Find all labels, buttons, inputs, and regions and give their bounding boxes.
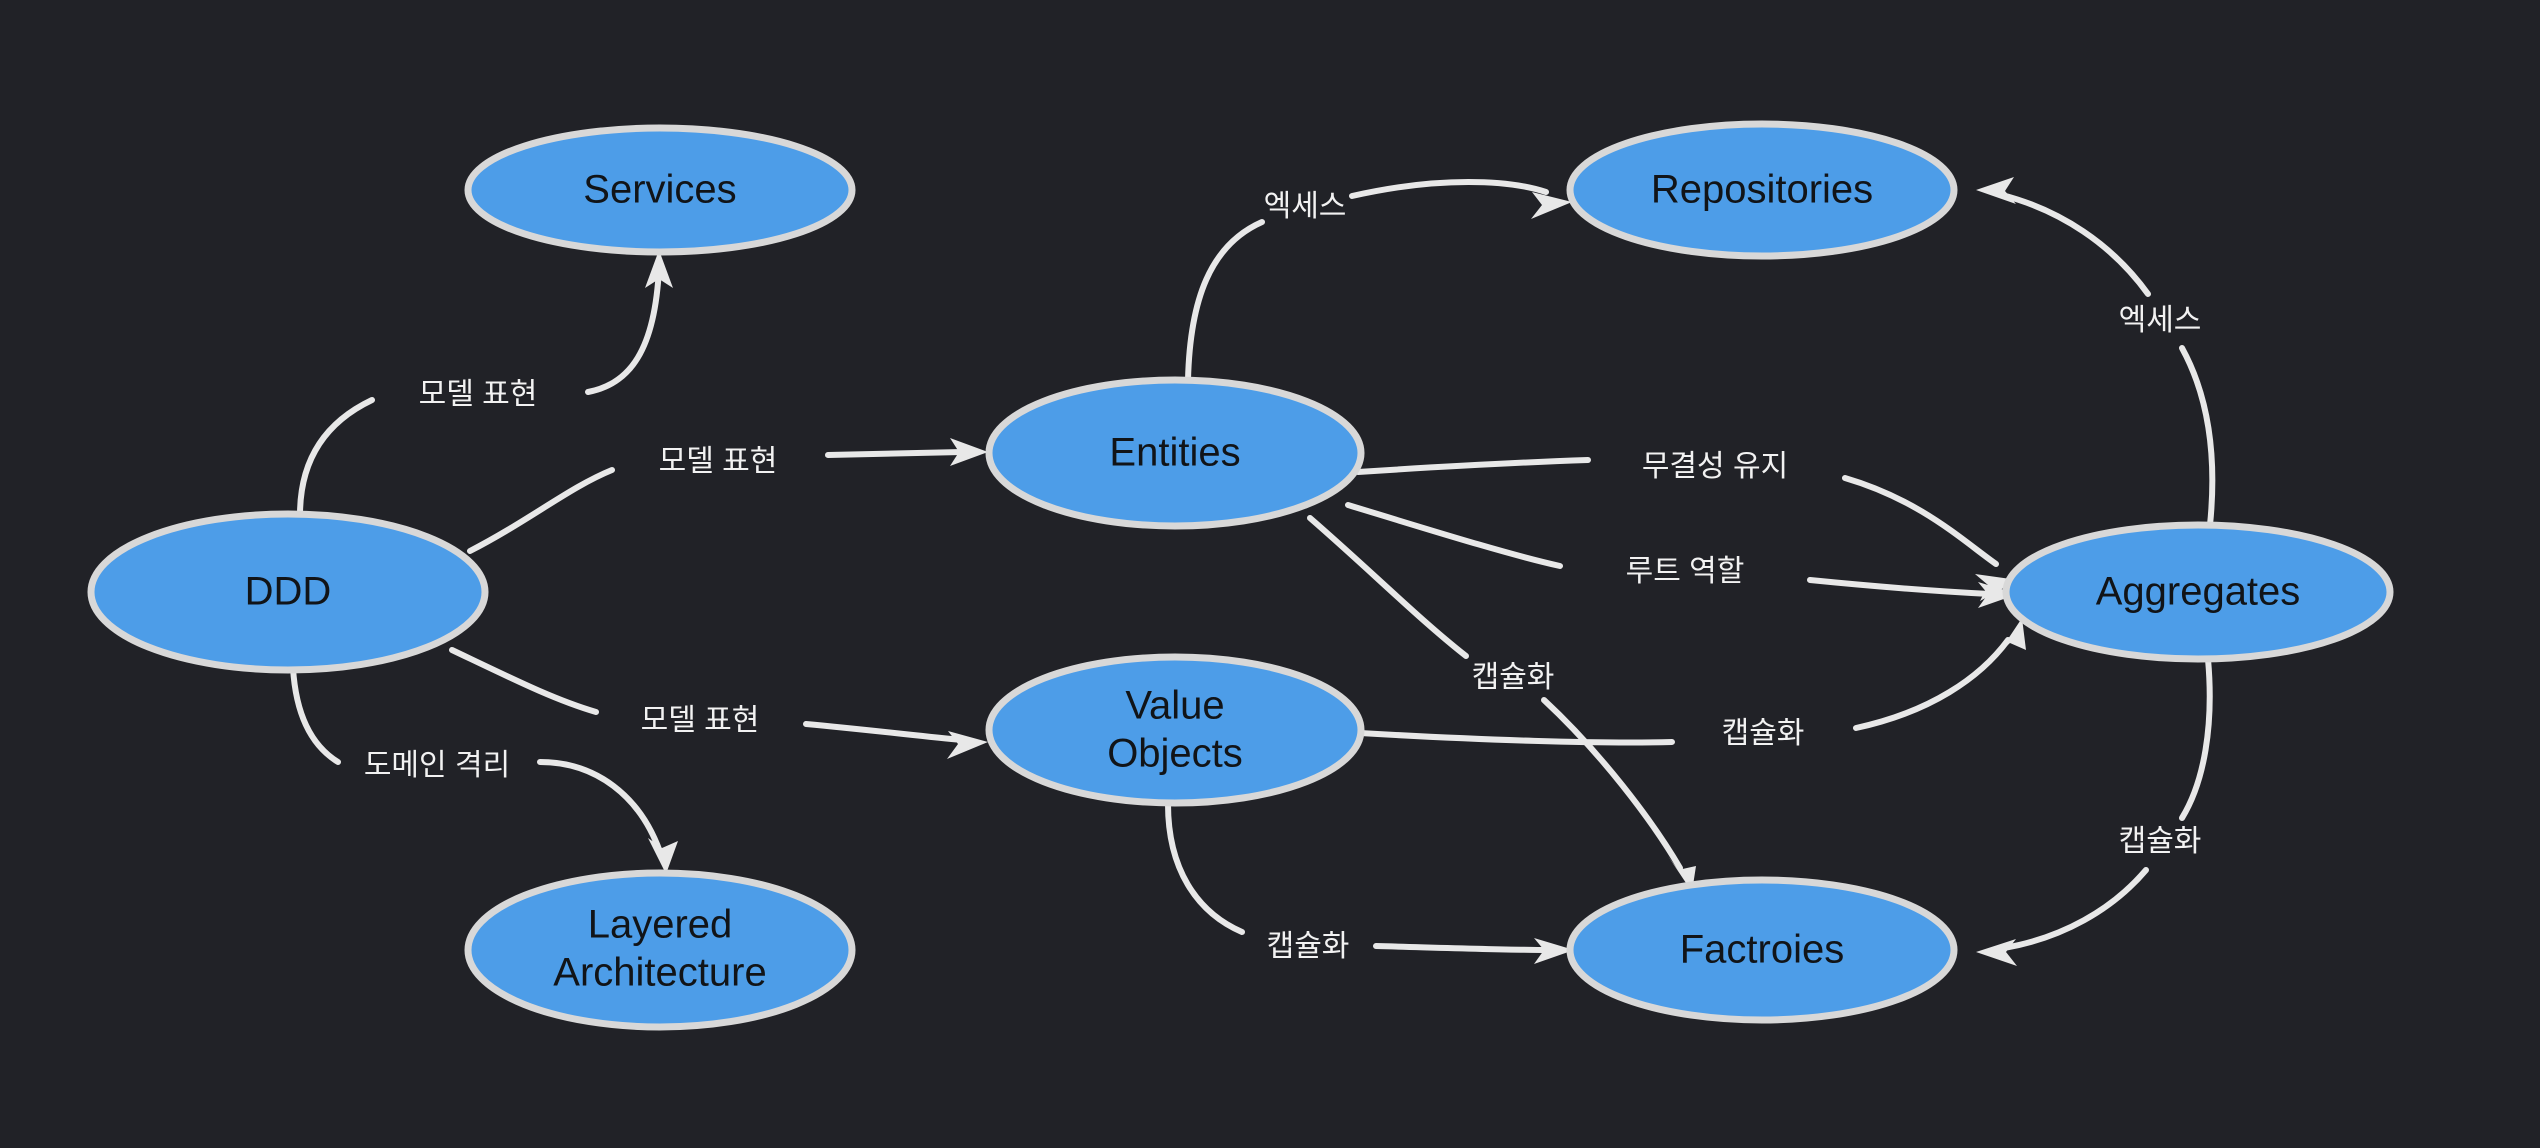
edge-path-segment (467, 467, 615, 554)
node-label-entities: Entities (1109, 431, 1240, 475)
edge-label-valueobj-aggregates: 캡슐화 (1722, 717, 1805, 750)
node-ddd[interactable]: DDD (87, 510, 489, 674)
nodes-layer: Services DDD Layered Architecture Entiti… (87, 120, 2394, 1031)
node-label-repositories: Repositories (1651, 168, 1873, 212)
edge-path-segment (1355, 457, 1591, 475)
edges-layer (290, 177, 2216, 966)
arrowhead-icon (1534, 938, 1574, 964)
arrowhead-icon (1976, 177, 2016, 204)
node-aggregates[interactable]: Aggregates (2002, 521, 2394, 663)
edge-path-segment (1853, 637, 2011, 731)
edge-path-segment (825, 449, 965, 458)
edge-entities-repos[interactable] (1185, 179, 1572, 383)
node-layered-architecture[interactable]: Layered Architecture (464, 869, 856, 1031)
edge-path-segment (290, 665, 341, 765)
node-shape-ellipse[interactable] (464, 124, 856, 256)
edge-path-segment (1349, 179, 1549, 199)
edge-aggregates-factories[interactable] (1976, 656, 2213, 966)
edge-path-segment (297, 397, 375, 518)
edge-path-segment (1307, 515, 1469, 659)
edge-label-aggregates-factories: 캡슐화 (2119, 825, 2202, 858)
edge-path-segment (1165, 801, 1245, 935)
edge-path-segment (1807, 577, 1993, 597)
node-label-aggregates: Aggregates (2096, 570, 2301, 614)
node-shape-ellipse[interactable] (985, 376, 1365, 530)
arrowhead-icon (1998, 618, 2026, 654)
edge-path-segment (585, 265, 662, 395)
edge-ddd-entities[interactable] (467, 438, 988, 554)
edge-path-segment (1345, 502, 1563, 569)
edge-label-ddd-services: 모델 표현 (419, 378, 538, 411)
node-shape-ellipse[interactable] (1566, 120, 1958, 260)
edge-label-entities-root: 루트 역할 (1626, 555, 1745, 588)
arrowhead-icon (1976, 939, 2017, 966)
node-shape-ellipse[interactable] (464, 869, 856, 1031)
edge-path-segment (803, 721, 965, 743)
edge-aggregates-repos[interactable] (1976, 177, 2216, 528)
node-label-valueobj-line2: Objects (1107, 732, 1243, 776)
edge-label-aggregates-repos: 엑세스 (2119, 304, 2202, 337)
edge-path-segment (2001, 867, 2149, 951)
edge-valueobj-factories[interactable] (1165, 801, 1574, 964)
edge-ddd-services[interactable] (297, 250, 673, 518)
edge-ddd-layered[interactable] (290, 665, 678, 874)
edge-entities-aggregates-root[interactable] (1345, 502, 2018, 608)
edge-label-entities-factories: 캡슐화 (1472, 661, 1555, 694)
edge-ddd-valueobjects[interactable] (449, 647, 988, 759)
edge-path-segment (1373, 943, 1551, 953)
node-services[interactable]: Services (464, 124, 856, 256)
node-repositories[interactable]: Repositories (1566, 120, 1958, 260)
edge-label-entities-repos: 엑세스 (1264, 190, 1347, 223)
arrowhead-icon (648, 838, 678, 874)
node-shape-ellipse[interactable] (2002, 521, 2394, 663)
node-value-objects[interactable]: Value Objects (985, 653, 1365, 807)
node-entities[interactable]: Entities (985, 376, 1365, 530)
edge-path-segment (449, 647, 599, 715)
node-label-layered-line1: Layered (588, 903, 733, 947)
node-label-factories: Factroies (1680, 928, 1845, 972)
edge-path-segment (1842, 475, 1999, 567)
edge-path-segment (1185, 219, 1265, 383)
edge-path-segment (2179, 656, 2213, 821)
edge-valueobj-aggregates[interactable] (1357, 618, 2026, 746)
node-label-layered-line2: Architecture (553, 951, 766, 995)
node-shape-ellipse[interactable] (1566, 876, 1958, 1024)
edge-label-valueobj-factories: 캡슐화 (1267, 930, 1350, 963)
edge-label-entities-aggregates: 무결성 유지 (1642, 450, 1788, 483)
edge-path-segment (537, 759, 663, 855)
arrowhead-icon (950, 438, 988, 466)
edge-label-ddd-valueobjects: 모델 표현 (641, 704, 760, 737)
node-label-services: Services (583, 168, 736, 212)
node-factories[interactable]: Factroies (1566, 876, 1958, 1024)
arrowhead-icon (645, 250, 673, 288)
arrowhead-icon (1531, 192, 1572, 219)
edge-label-ddd-entities: 모델 표현 (659, 445, 778, 478)
node-label-ddd: DDD (245, 570, 332, 614)
node-label-valueobj-line1: Value (1125, 684, 1224, 728)
node-shape-ellipse[interactable] (87, 510, 489, 674)
edge-path-segment (1999, 192, 2151, 297)
edge-path-segment (1357, 730, 1675, 746)
edge-path-segment (2179, 345, 2216, 528)
node-shape-ellipse[interactable] (985, 653, 1365, 807)
edge-labels-layer: 모델 표현 모델 표현 모델 표현 도메인 격리 엑세스 무결성 유지 루트 역… (364, 190, 2202, 963)
arrowhead-icon (947, 731, 988, 759)
arrowhead-icon (1978, 582, 2018, 608)
edge-label-ddd-layered: 도메인 격리 (364, 749, 510, 782)
edge-path-segment (1541, 697, 1683, 871)
